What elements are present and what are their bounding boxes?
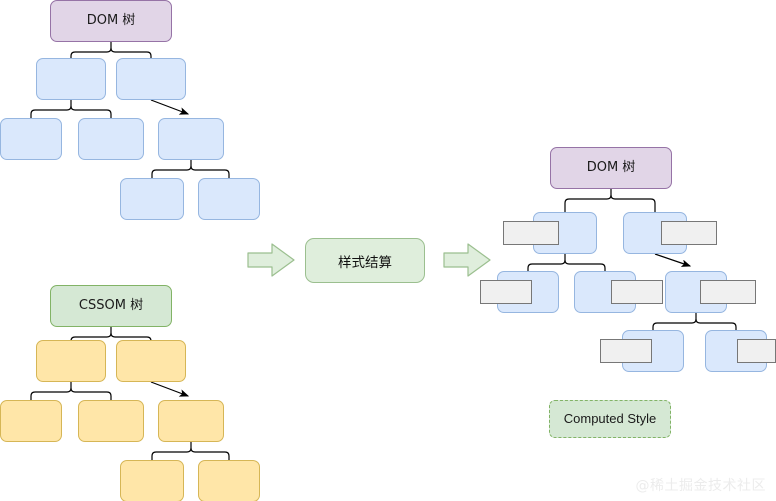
left-dom-root: DOM 树 [50,0,172,42]
left-dom-connectors [30,42,230,178]
computed-style-chip [661,221,717,245]
left-cssom-node [36,340,106,382]
left-cssom-node [78,400,144,442]
computed-style-chip [600,339,652,363]
left-dom-node [158,118,224,160]
computed-style-chip [737,339,776,363]
left-dom-node [116,58,186,100]
left-cssom-node [158,400,224,442]
right-dom-node [574,271,636,313]
computed-style-chip [480,280,532,304]
style-calculation-box: 样式结算 [305,238,425,283]
computed-style-chip [700,280,756,304]
left-cssom-node [198,460,260,501]
computed-style-chip [611,280,663,304]
process-arrow-left [247,243,295,277]
left-cssom-node [120,460,184,501]
process-arrow-right [443,243,491,277]
left-dom-node [36,58,106,100]
computed-style-legend: Computed Style [549,400,671,438]
computed-style-chip [503,221,559,245]
left-dom-node [78,118,144,160]
left-cssom-node [0,400,62,442]
left-cssom-node [116,340,186,382]
left-dom-node [198,178,260,220]
left-cssom-connectors [30,327,230,460]
right-dom-root: DOM 树 [550,147,672,189]
right-dom-node [623,212,687,254]
left-dom-node [120,178,184,220]
left-dom-node [0,118,62,160]
watermark: @稀土掘金技术社区 [635,478,766,494]
right-dom-connectors [527,189,737,330]
left-cssom-root: CSSOM 树 [50,285,172,327]
